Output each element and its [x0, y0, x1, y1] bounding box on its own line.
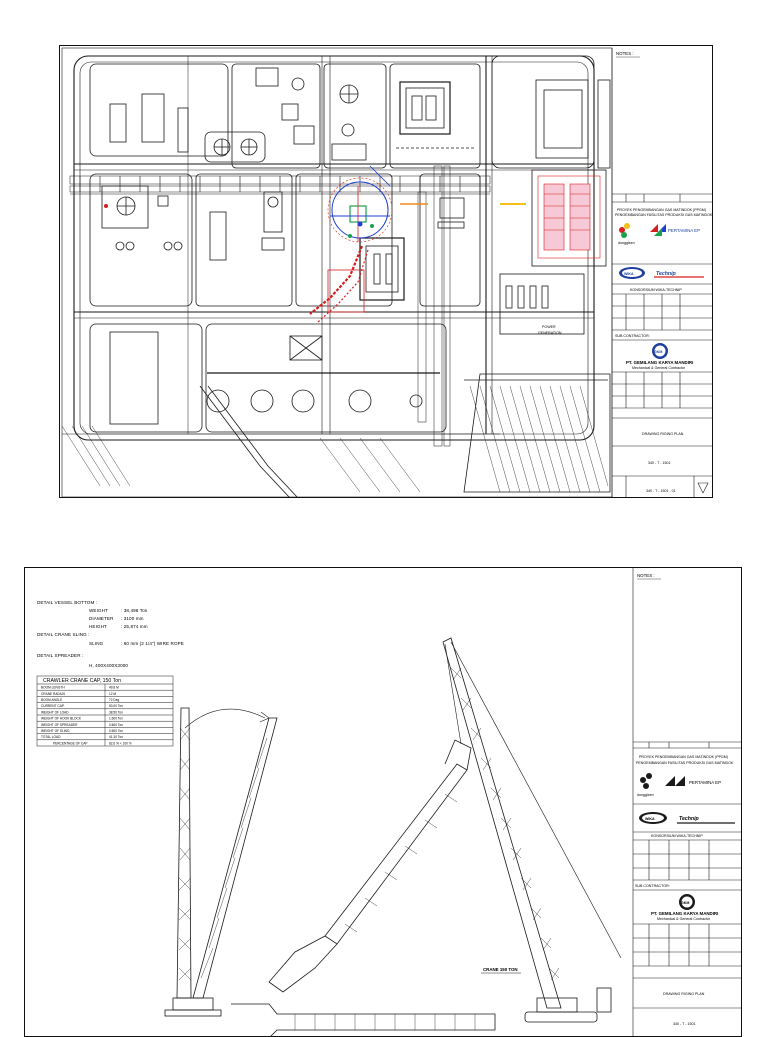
project-line-1: PROYEK PENGEMBANGAN GAS MATINDOK (PPGM) — [617, 208, 706, 212]
crane-row-key: BOOM ANGLE — [41, 698, 62, 702]
right-crane — [442, 637, 622, 1023]
left-crane — [164, 707, 278, 1017]
crane-row-value: 12 M — [109, 692, 116, 696]
crane-row-value: 1.600 Ton — [109, 717, 123, 721]
drawing-number-rev: 340 - T - 1501 - 01 — [646, 489, 676, 493]
pertamina-text: PERTAMINA EP — [689, 780, 721, 785]
crane-row-value: 0.600 Ton — [109, 723, 123, 727]
detail-sling-label: DETAIL CRANE SLING : — [37, 632, 90, 637]
crane-elevation-sheet: DETAIL VESSEL BOTTOM : WEIGHT : 38,498 T… — [24, 567, 742, 1037]
crane-row-value: 82.6 % < 100 % — [109, 741, 132, 745]
wika-text: WIKA — [624, 272, 634, 276]
lifted-vessel — [268, 739, 472, 993]
crane-150-label: CRANE 150 TON — [483, 967, 518, 972]
crane-row-value: 41.30 Ton — [109, 735, 123, 739]
spreader-value: H, 400X400X3000 — [89, 663, 128, 668]
donggisen-text: donggisen — [637, 793, 654, 797]
crane-row-value: 38.50 Ton — [109, 710, 123, 714]
sling-value: : 60 mm (2 1/4") WIRE ROPE — [121, 641, 184, 646]
vessel-height-key: HEIGHT — [89, 624, 107, 629]
vessel-height-value: : 25,874 mm — [121, 624, 148, 629]
project-line-2: PENGEMBANGAN FASILITAS PRODUKSI GAS MATI… — [636, 761, 734, 765]
subcontractor-label: SUB CONTRACTOR: — [615, 334, 650, 338]
vessel-diameter-value: : 3100 mm — [121, 616, 144, 621]
detail-vessel-label: DETAIL VESSEL BOTTOM : — [37, 600, 97, 605]
wika-logo-icon — [639, 812, 667, 824]
vessel-diameter-key: DIAMETER — [89, 616, 114, 621]
crane-swing-area — [104, 165, 526, 323]
gkm-logo-icon — [679, 894, 695, 910]
project-line-1: PROYEK PENGEMBANGAN GAS MATINDOK (PPGM) — [639, 755, 728, 759]
crane-row-key: CRANE RADIUS — [41, 692, 65, 696]
crane-table-title: CRAWLER CRANE CAP, 150 Ton — [43, 678, 121, 684]
vessel-weight-value: : 38,498 Ton — [121, 608, 148, 613]
crane-row-key: TOTAL LOAD — [41, 735, 61, 739]
crane-row-key: PERCENTAGE OF CAP — [53, 741, 87, 745]
subcontractor-label: SUB CONTRACTOR: — [635, 884, 670, 888]
notes-label-2: NOTES : — [637, 573, 655, 578]
pertamina-text: PERTAMINA EP — [668, 228, 700, 233]
technip-text: Technip — [656, 271, 676, 277]
crane-row-key: BOOM LENGTH — [41, 686, 65, 690]
company-subtitle: Mechanical & General Contractor — [657, 917, 711, 921]
consortium-text: KONSORSIUM WIKA-TECHNIP — [630, 288, 682, 292]
detail-spreader-label: DETAIL SPREADER : — [37, 653, 83, 658]
notes-label: NOTES : — [616, 51, 634, 56]
title-block — [611, 48, 712, 497]
pertamina-logo-icon — [650, 224, 666, 236]
donggisen-logo-icon — [640, 773, 652, 789]
drawing-number: 340 - T - 1501 — [673, 1022, 695, 1026]
project-line-2: PENGEMBANGAN FASILITAS PRODUKSI GAS MATI… — [615, 213, 713, 217]
drawing-number: 340 - T - 1501 — [648, 461, 670, 465]
crane-row-key: CURRENT CAP. — [41, 704, 65, 708]
crane-row-key: WEIGHT OF SPREADER — [41, 723, 78, 727]
donggisen-text: donggisen — [618, 241, 635, 245]
power-generation-label-1: POWER — [542, 325, 556, 329]
consortium-text: KONSORSIUM WIKA-TECHNIP — [651, 834, 703, 838]
wika-text: WIKA — [645, 817, 655, 821]
horizontal-vessel — [231, 1003, 496, 1036]
crane-row-key: WEIGHT OF LOAD — [41, 710, 69, 714]
crane-capacity-table — [36, 675, 174, 747]
pertamina-logo-icon — [665, 776, 685, 786]
crane-row-value: 0.600 Ton — [109, 729, 123, 733]
gkm-logo-icon — [652, 343, 668, 359]
crane-row-key: WEIGHT OF SLING — [41, 729, 70, 733]
donggisen-logo-icon — [619, 223, 630, 238]
technip-text: Technip — [679, 816, 699, 822]
plot-plan-sheet: POWER GENERATION — [59, 45, 713, 498]
company-subtitle: Mechanical & General Contractor — [632, 366, 686, 370]
crane-row-value: 49.8 M — [109, 686, 119, 690]
title-block-2 — [632, 568, 741, 1036]
gkm-text: GKM — [654, 350, 662, 354]
crane-elevation-drawing: DETAIL VESSEL BOTTOM : WEIGHT : 38,498 T… — [36, 568, 741, 1036]
drawing-title: DRAWING RIGING PLAN — [663, 992, 705, 996]
crane-row-value: 50.00 Ton — [109, 704, 123, 708]
north-arrow-icon — [697, 482, 709, 494]
plot-plan-drawing: POWER GENERATION — [61, 47, 713, 497]
power-generation-label-2: GENERATION — [538, 331, 562, 335]
sling-key: SLING — [89, 641, 104, 646]
company-name: PT. GEMILANG KARYA MANDIRI — [651, 911, 718, 916]
vessel-weight-key: WEIGHT — [89, 608, 108, 613]
crane-row-key: WEIGHT OF HOOK BLOCK — [41, 717, 82, 721]
drawing-title: DRAWING RIGING PLAN — [642, 432, 684, 436]
crane-row-value: 72 Deg — [109, 698, 120, 702]
wika-logo-icon — [619, 267, 645, 279]
company-name: PT. GEMILANG KARYA MANDIRI — [626, 360, 693, 365]
gkm-text: GKM — [681, 901, 689, 905]
control-building — [537, 175, 601, 259]
